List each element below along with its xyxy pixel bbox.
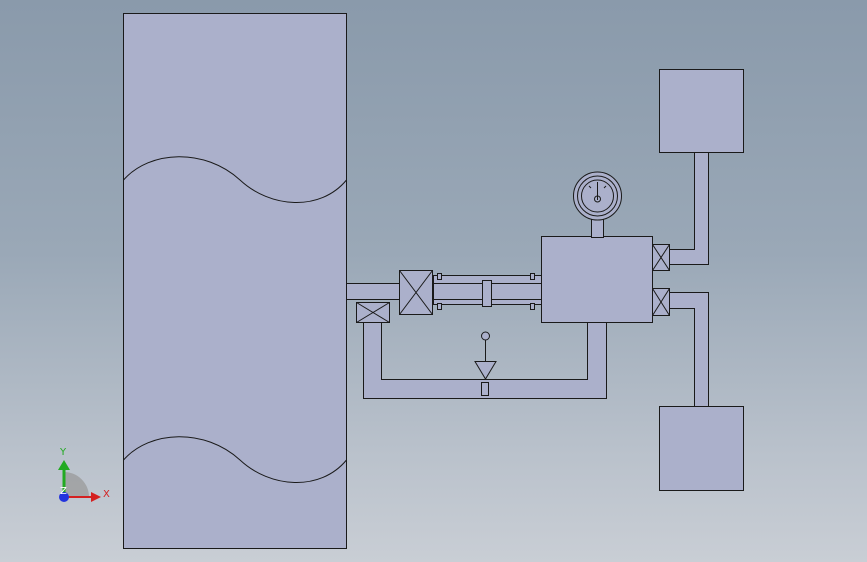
tank-break-line-lower	[123, 436, 347, 483]
lower-receiver-tank[interactable]	[659, 406, 744, 491]
upper-receiver-tank[interactable]	[659, 69, 744, 153]
z-axis-label: Z	[60, 486, 67, 497]
tank-break-line-upper	[123, 156, 347, 203]
manifold-block[interactable]	[541, 236, 653, 323]
z-axis-marker	[59, 492, 69, 502]
y-axis-label: Y	[59, 447, 67, 458]
gate-valve-icon[interactable]	[399, 270, 433, 315]
lower-outlet-valve-icon[interactable]	[652, 288, 670, 316]
flange-mark-2	[437, 303, 442, 310]
outlet-pipe[interactable]	[346, 283, 401, 300]
check-valve-icon[interactable]	[474, 331, 497, 396]
flange-mark-3	[530, 273, 535, 280]
bypass-valve-icon[interactable]	[356, 302, 390, 323]
storage-tank[interactable]	[123, 13, 347, 549]
x-axis-label: X	[103, 489, 110, 500]
pressure-gauge-icon[interactable]	[573, 171, 622, 221]
flange-mark-1	[437, 273, 442, 280]
upper-branch-pipe[interactable]	[669, 151, 709, 265]
x-axis-arrowhead	[91, 492, 101, 502]
lower-branch-pipe[interactable]	[669, 292, 709, 407]
y-axis-arrowhead	[58, 460, 70, 470]
pipe-orifice	[482, 280, 492, 307]
upper-outlet-valve-icon[interactable]	[652, 244, 670, 271]
coordinate-triad: Y X Z	[58, 447, 110, 502]
flange-mark-4	[530, 303, 535, 310]
triad-arc	[64, 472, 89, 497]
